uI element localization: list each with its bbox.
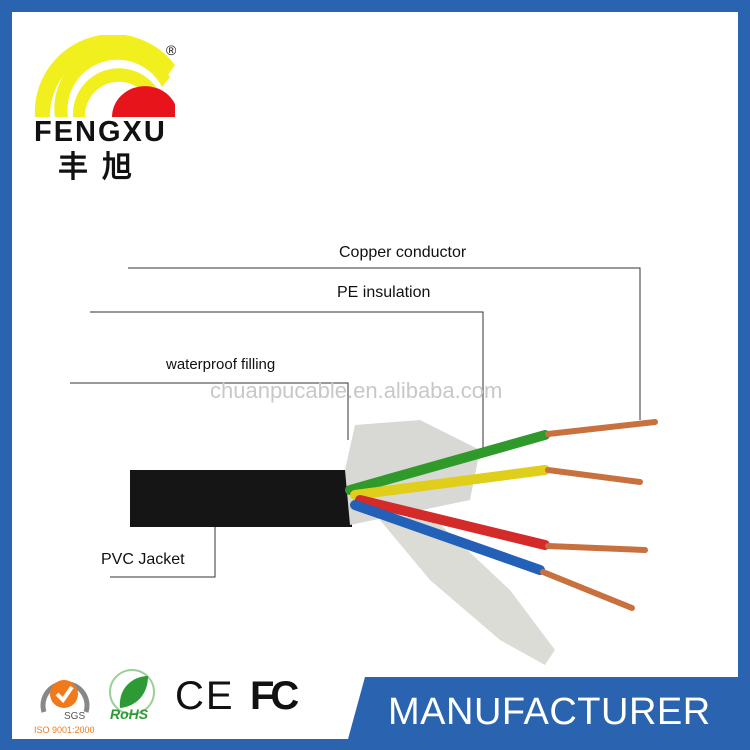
iso-label: ISO 9001:2000	[34, 725, 95, 735]
pe-leader-line	[90, 311, 484, 450]
sgs-iso-icon	[40, 680, 90, 713]
watermark: chuanpucable.en.alibaba.com	[210, 378, 503, 403]
green-wire	[345, 430, 550, 495]
label-pe-insulation: PE insulation	[337, 284, 431, 301]
registered-mark: ®	[166, 42, 177, 58]
rohs-leaf-icon	[109, 669, 155, 715]
label-copper-conductor: Copper conductor	[339, 244, 467, 261]
pvc-jacket	[130, 470, 352, 527]
filling-leader-line	[70, 382, 349, 440]
fcc-mark: FC	[250, 674, 299, 718]
manufacturer-banner-text: MANUFACTURER	[388, 691, 711, 733]
label-waterproof-filling: waterproof filling	[166, 356, 276, 373]
jacket-leader-line	[110, 515, 216, 578]
manufacturer-banner	[345, 677, 750, 750]
copper-leader-line	[128, 267, 641, 420]
rohs-label: RoHS	[110, 706, 149, 722]
brand-name: FENGXU	[34, 116, 167, 148]
brand-name-chinese: 丰旭	[58, 151, 146, 184]
red-wire	[355, 495, 550, 550]
label-pvc-jacket: PVC Jacket	[101, 551, 185, 568]
ce-mark: CE	[175, 674, 235, 718]
copper-strands	[540, 419, 658, 611]
sgs-label: SGS	[64, 711, 86, 722]
blue-wire	[350, 500, 545, 575]
yellow-wire	[350, 465, 550, 500]
image-frame	[12, 12, 738, 739]
fengxu-logo	[34, 35, 175, 117]
